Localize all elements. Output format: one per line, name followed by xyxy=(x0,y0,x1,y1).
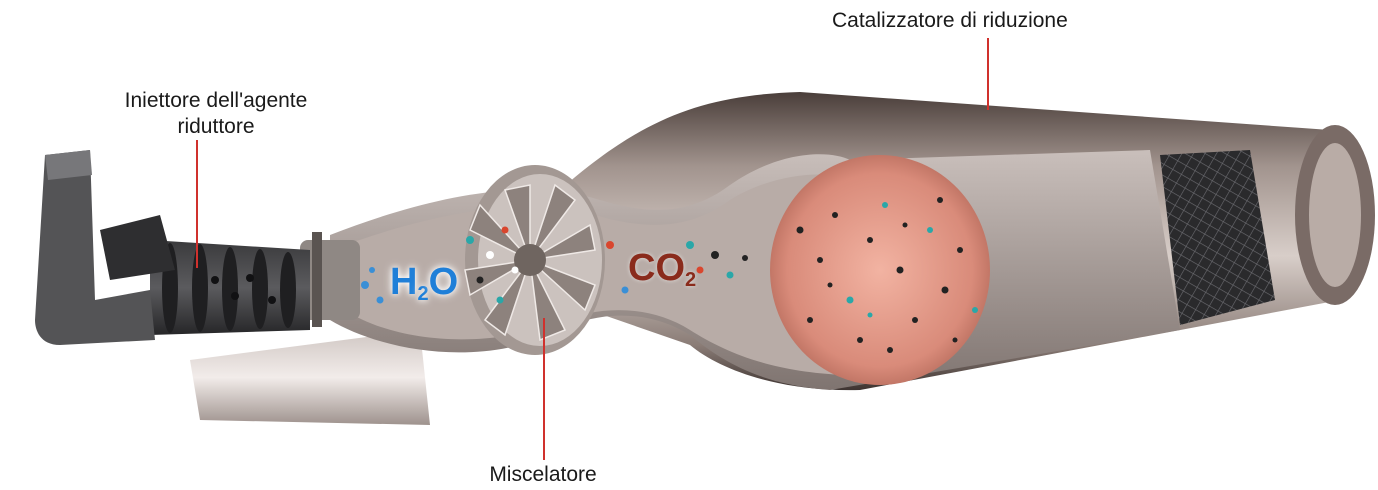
injector-label-line1: Iniettore dell'agente xyxy=(96,88,336,114)
co2-formula: CO2 xyxy=(628,248,696,300)
mixer-leader-line xyxy=(543,318,545,460)
catalyst-label: Catalizzatore di riduzione xyxy=(832,8,1068,34)
mixer-label: Miscelatore xyxy=(463,462,623,488)
water-formula-h: H xyxy=(390,261,417,303)
catalyst-core xyxy=(770,155,990,385)
injector-label: Iniettore dell'agente riduttore xyxy=(96,88,336,140)
co2-formula-subscript: 2 xyxy=(685,269,696,291)
injector-label-line2: riduttore xyxy=(96,114,336,140)
catalyst-leader-line xyxy=(987,38,989,110)
co2-formula-main: CO xyxy=(628,247,685,289)
injector-leader-line xyxy=(196,140,198,268)
water-formula: H2O xyxy=(390,262,458,314)
water-formula-subscript: 2 xyxy=(417,283,428,305)
water-formula-o: O xyxy=(429,261,459,303)
injector-connector xyxy=(100,215,175,280)
